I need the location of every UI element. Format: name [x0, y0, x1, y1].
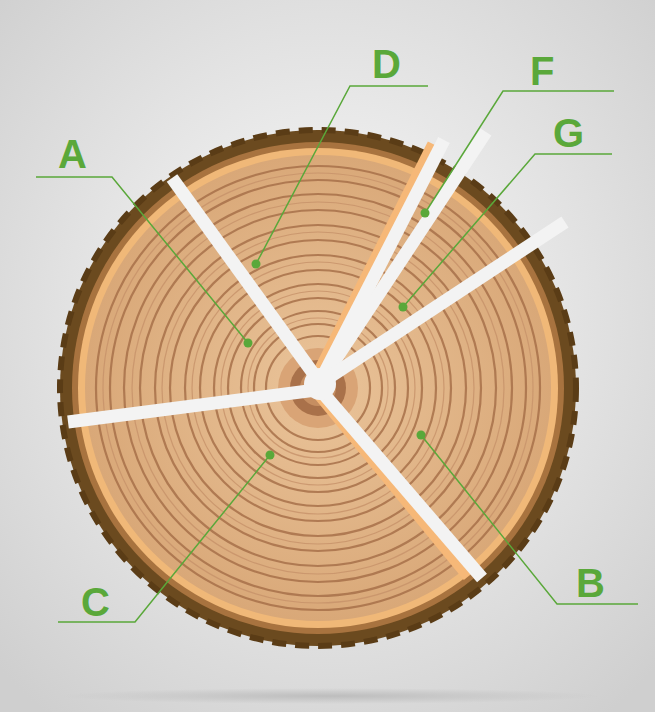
callout-letter: B [576, 563, 605, 603]
callout-letter: F [530, 51, 554, 91]
wedge-cuts [68, 132, 565, 578]
callout-letter: A [58, 134, 87, 174]
leader-lines [36, 86, 638, 622]
callout-letter: D [372, 44, 401, 84]
callout-letter: G [553, 113, 584, 153]
callout-letter: C [81, 582, 110, 622]
ground-shadow [60, 688, 600, 704]
leader-dots [244, 209, 430, 460]
